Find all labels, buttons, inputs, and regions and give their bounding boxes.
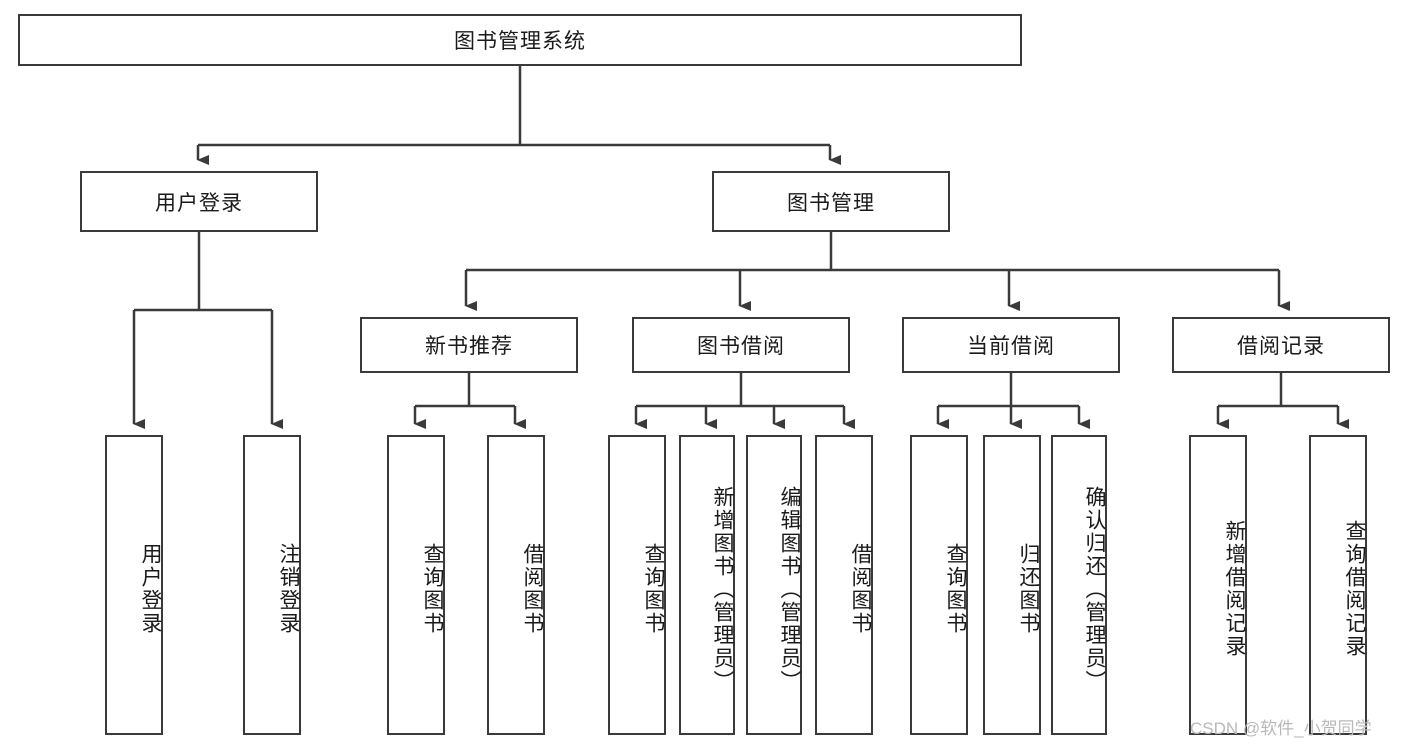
node-new-book-recommend[interactable]: 新书推荐 — [360, 317, 578, 373]
leaf-return-book[interactable]: 归还图书 — [983, 435, 1041, 735]
leaf-borrow-book-recommend[interactable]: 借阅图书 — [487, 435, 545, 735]
leaf-confirm-return-admin[interactable]: 确认归还（管理员） — [1051, 435, 1107, 735]
node-root[interactable]: 图书管理系统 — [18, 14, 1022, 66]
leaf-borrow-book[interactable]: 借阅图书 — [815, 435, 873, 735]
leaf-edit-book-admin[interactable]: 编辑图书（管理员） — [746, 435, 802, 735]
node-user-login[interactable]: 用户登录 — [80, 171, 318, 232]
node-borrow-records[interactable]: 借阅记录 — [1172, 317, 1390, 373]
leaf-query-book-current[interactable]: 查询图书 — [910, 435, 968, 735]
node-book-borrow[interactable]: 图书借阅 — [632, 317, 850, 373]
leaf-query-book-recommend[interactable]: 查询图书 — [387, 435, 445, 735]
node-current-borrow[interactable]: 当前借阅 — [902, 317, 1120, 373]
leaf-user-login[interactable]: 用户登录 — [105, 435, 163, 735]
csdn-watermark: CSDN @软件_小贺同学 — [1190, 719, 1372, 738]
leaf-add-borrow-record[interactable]: 新增借阅记录 — [1189, 435, 1247, 735]
node-book-management[interactable]: 图书管理 — [712, 171, 950, 232]
leaf-query-book-borrow[interactable]: 查询图书 — [608, 435, 666, 735]
leaf-query-borrow-record[interactable]: 查询借阅记录 — [1309, 435, 1367, 735]
leaf-add-book-admin[interactable]: 新增图书（管理员） — [679, 435, 735, 735]
leaf-logout-login[interactable]: 注销登录 — [243, 435, 301, 735]
